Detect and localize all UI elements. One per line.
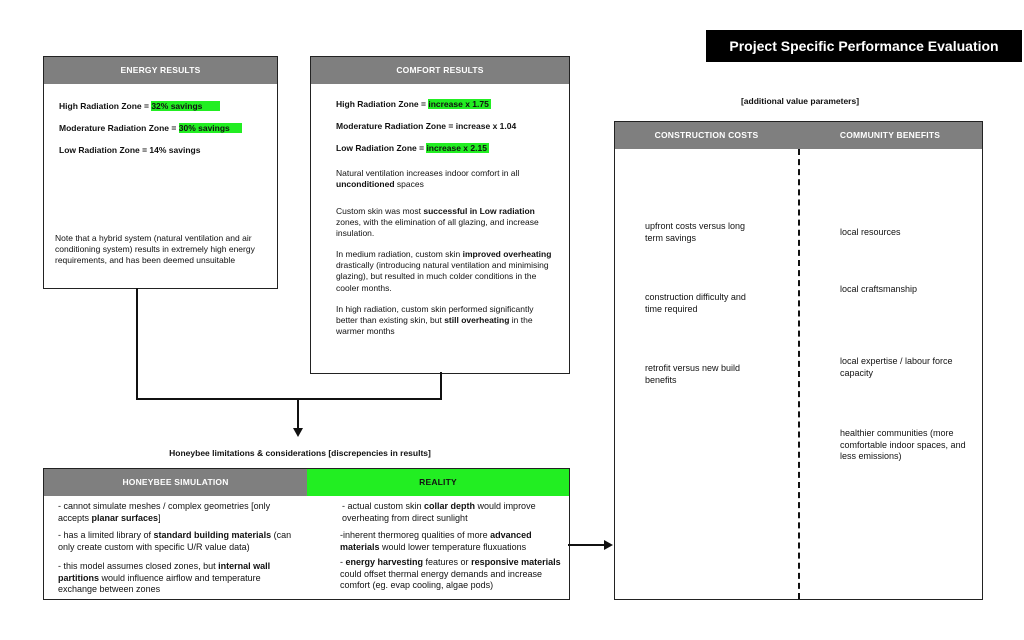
honeybee-item-3: - this model assumes closed zones, but i… (58, 561, 271, 595)
energy-low-row: Low Radiation Zone = 14% savings (59, 145, 201, 156)
comfort-high-row: High Radiation Zone = increase x 1.75 (336, 99, 491, 109)
additional-value-panel: CONSTRUCTION COSTS COMMUNITY BENEFITS up… (614, 121, 983, 600)
energy-high-value: 32% savings (151, 101, 221, 111)
reality-item-1: - actual custom skin collar depth would … (342, 501, 536, 523)
comfort-results-header: COMFORT RESULTS (311, 57, 569, 84)
benefit-item-3: local expertise / labour force capacity (840, 356, 953, 378)
honeybee-header: HONEYBEE SIMULATION (44, 469, 307, 496)
energy-mod-row: Moderature Radiation Zone = 30% savings (59, 123, 277, 134)
energy-note: Note that a hybrid system (natural venti… (55, 233, 255, 266)
arrow-down-icon (293, 428, 303, 437)
honeybee-item-2: - has a limited library of standard buil… (58, 530, 292, 552)
additional-caption: [additional value parameters] (740, 96, 860, 106)
benefit-item-4: healthier communities (more comfortable … (840, 428, 966, 462)
honeybee-item-1: - cannot simulate meshes / complex geome… (58, 501, 271, 523)
comfort-mod-row: Moderature Radiation Zone = increase x 1… (336, 121, 517, 132)
comfort-high-value: increase x 1.75 (428, 99, 491, 109)
connector-comfort-down (440, 372, 442, 399)
arrow-right-icon (604, 540, 613, 550)
energy-high-row: High Radiation Zone = 32% savings (59, 101, 277, 112)
reality-item-3: - energy harvesting features or responsi… (340, 557, 561, 591)
benefit-item-1: local resources (840, 227, 901, 237)
reality-item-2: -inherent thermoreg qualities of more ad… (340, 530, 532, 552)
limitations-title: Honeybee limitations & considerations [d… (169, 448, 431, 458)
column-divider (798, 149, 800, 599)
comfort-para-1: Natural ventilation increases indoor com… (336, 168, 520, 190)
page-title: Project Specific Performance Evaluation (706, 30, 1022, 62)
honeybee-reality-panel: HONEYBEE SIMULATION REALITY - cannot sim… (43, 468, 570, 600)
benefit-item-2: local craftsmanship (840, 284, 918, 294)
energy-results-header: ENERGY RESULTS (44, 57, 277, 84)
construction-costs-header: CONSTRUCTION COSTS (615, 122, 798, 149)
cost-item-1: upfront costs versus long term savings (645, 221, 746, 243)
cost-item-2: construction difficulty and time require… (645, 292, 746, 314)
connector-energy-down (136, 288, 138, 399)
connector-center-down (297, 398, 299, 431)
comfort-para-2: Custom skin was most successful in Low r… (336, 206, 539, 239)
comfort-results-panel: COMFORT RESULTS High Radiation Zone = in… (310, 56, 570, 374)
energy-results-panel: ENERGY RESULTS High Radiation Zone = 32%… (43, 56, 278, 289)
connector-horizontal (136, 398, 442, 400)
connector-right (568, 544, 606, 546)
cost-item-3: retrofit versus new build benefits (645, 363, 741, 385)
comfort-low-row: Low Radiation Zone = increase x 2.15 (336, 143, 489, 154)
comfort-low-value: increase x 2.15 (426, 143, 489, 154)
comfort-para-4: In high radiation, custom skin performed… (336, 303, 534, 336)
community-benefits-header: COMMUNITY BENEFITS (798, 122, 982, 149)
comfort-para-3: In medium radiation, custom skin improve… (336, 249, 552, 293)
energy-mod-value: 30% savings (178, 123, 242, 134)
reality-header: REALITY (307, 469, 569, 496)
